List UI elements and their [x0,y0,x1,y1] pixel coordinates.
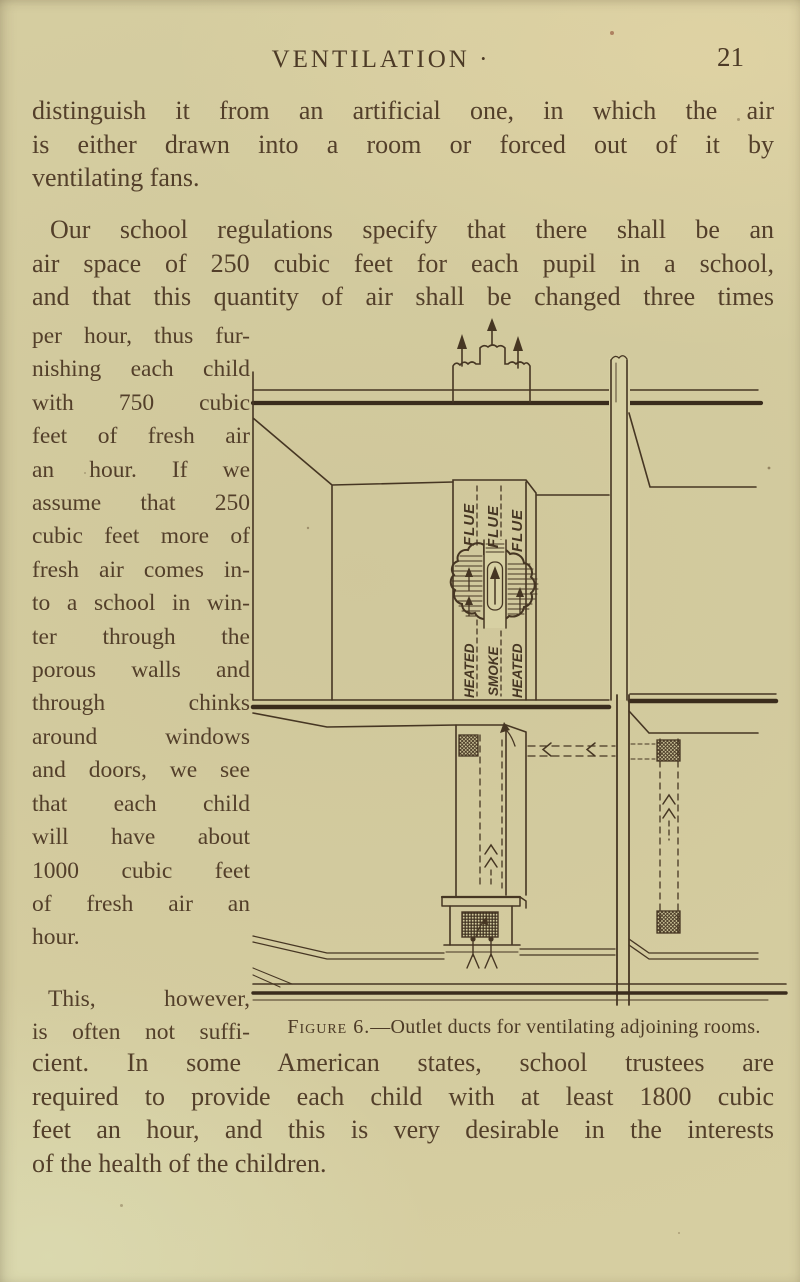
wrapped-text-column: per hour, thus fur- nishing each child w… [32,320,250,1050]
paragraph-3: cient. In some American states, school t… [32,1046,774,1180]
baseboard [628,938,759,960]
register-grille [656,739,681,762]
text-line: distinguish it from an artificial one, i… [32,96,774,125]
text-line: is either drawn into a room or forced ou… [32,129,774,159]
text-line: an hour. If we [32,456,250,483]
partition-wall [616,694,630,1006]
text-line: ter through the [32,623,250,650]
text-line: air space of 250 cubic feet for each pup… [32,248,774,278]
paper-speck [120,1204,123,1207]
figure-caption: Figure 6.—Outlet ducts for ventilating a… [252,1016,796,1039]
building-section-drawing: FLUE FLUE FLUE HEATED SMOKE HEATED [250,318,788,1006]
upper-room-walls [252,371,454,701]
text-line: feet an hour, and this is very desirable… [32,1115,774,1144]
text-line: This, however, [48,985,250,1012]
text-line: Our school regulations specify that ther… [50,215,774,244]
text-line: per hour, thus fur- [32,323,250,349]
baseboard [252,935,616,960]
flue-label: FLUE [461,503,478,546]
right-room-ceiling [628,710,759,734]
floor-lines [252,967,293,988]
text-line: of fresh air an [32,890,250,917]
text-line: assume that 250 [32,490,250,517]
paper-speck [678,1232,680,1234]
page-title: VENTILATION · [271,46,491,73]
page-number: 21 [717,42,744,72]
text-line: cubic feet more of [32,523,250,550]
ceiling-duct [527,745,616,757]
text-line: to a school in win- [32,590,250,617]
outflow-arrows [457,318,523,369]
text-line: of the health of the children. [32,1148,327,1178]
paragraph-1: distinguish it from an artificial one, i… [32,94,774,195]
figure-caption-lead: Figure 6. [287,1016,371,1038]
paragraph-2: Our school regulations specify that ther… [32,213,774,314]
lower-room-ceiling [252,712,457,728]
text-line: and that this quantity of air shall be c… [32,282,774,311]
paper-speck [737,118,740,121]
text-line: cient. In some American states, school t… [32,1048,774,1077]
text-line: and doors, we see [32,757,250,784]
heated-label: HEATED [462,643,477,698]
text-line: that each child [32,790,250,817]
text-line: 1000 cubic feet [32,857,250,884]
right-duct [610,359,628,701]
register-grille [656,910,681,934]
chimney-breast [455,724,527,898]
flue-labels: FLUE FLUE FLUE HEATED SMOKE HEATED [461,503,526,698]
text-line: fresh air comes in- [32,556,250,583]
figure-caption-text: —Outlet ducts for ventilating adjoining … [370,1016,761,1038]
text-line: nishing each child [32,356,250,383]
flue-ornament [449,539,539,629]
text-line: with 750 cubic [32,389,250,416]
paper-speck [610,31,614,35]
figure-6-illustration: FLUE FLUE FLUE HEATED SMOKE HEATED [250,318,788,1006]
flue-label: FLUE [485,505,502,548]
flue-label: FLUE [509,509,526,552]
text-line: hour. [32,924,80,951]
text-line: feet of fresh air [32,423,250,450]
text-line: will have about [32,824,250,851]
smoke-label: SMOKE [486,646,501,697]
text-line: through chinks [32,690,250,717]
flue-stack [452,479,610,701]
andirons [466,936,498,969]
text-line: porous walls and [32,657,250,684]
text-line: is often not suffi- [32,1019,250,1046]
text-line: required to provide each child with at l… [32,1081,774,1111]
upper-right-ceiling [628,412,757,488]
text-line: around windows [32,723,250,750]
text-line: ventilating fans. [32,163,200,192]
register-grille [458,734,479,757]
paper-speck [84,472,86,474]
heated-label: HEATED [510,643,525,698]
fireplace [440,895,527,969]
